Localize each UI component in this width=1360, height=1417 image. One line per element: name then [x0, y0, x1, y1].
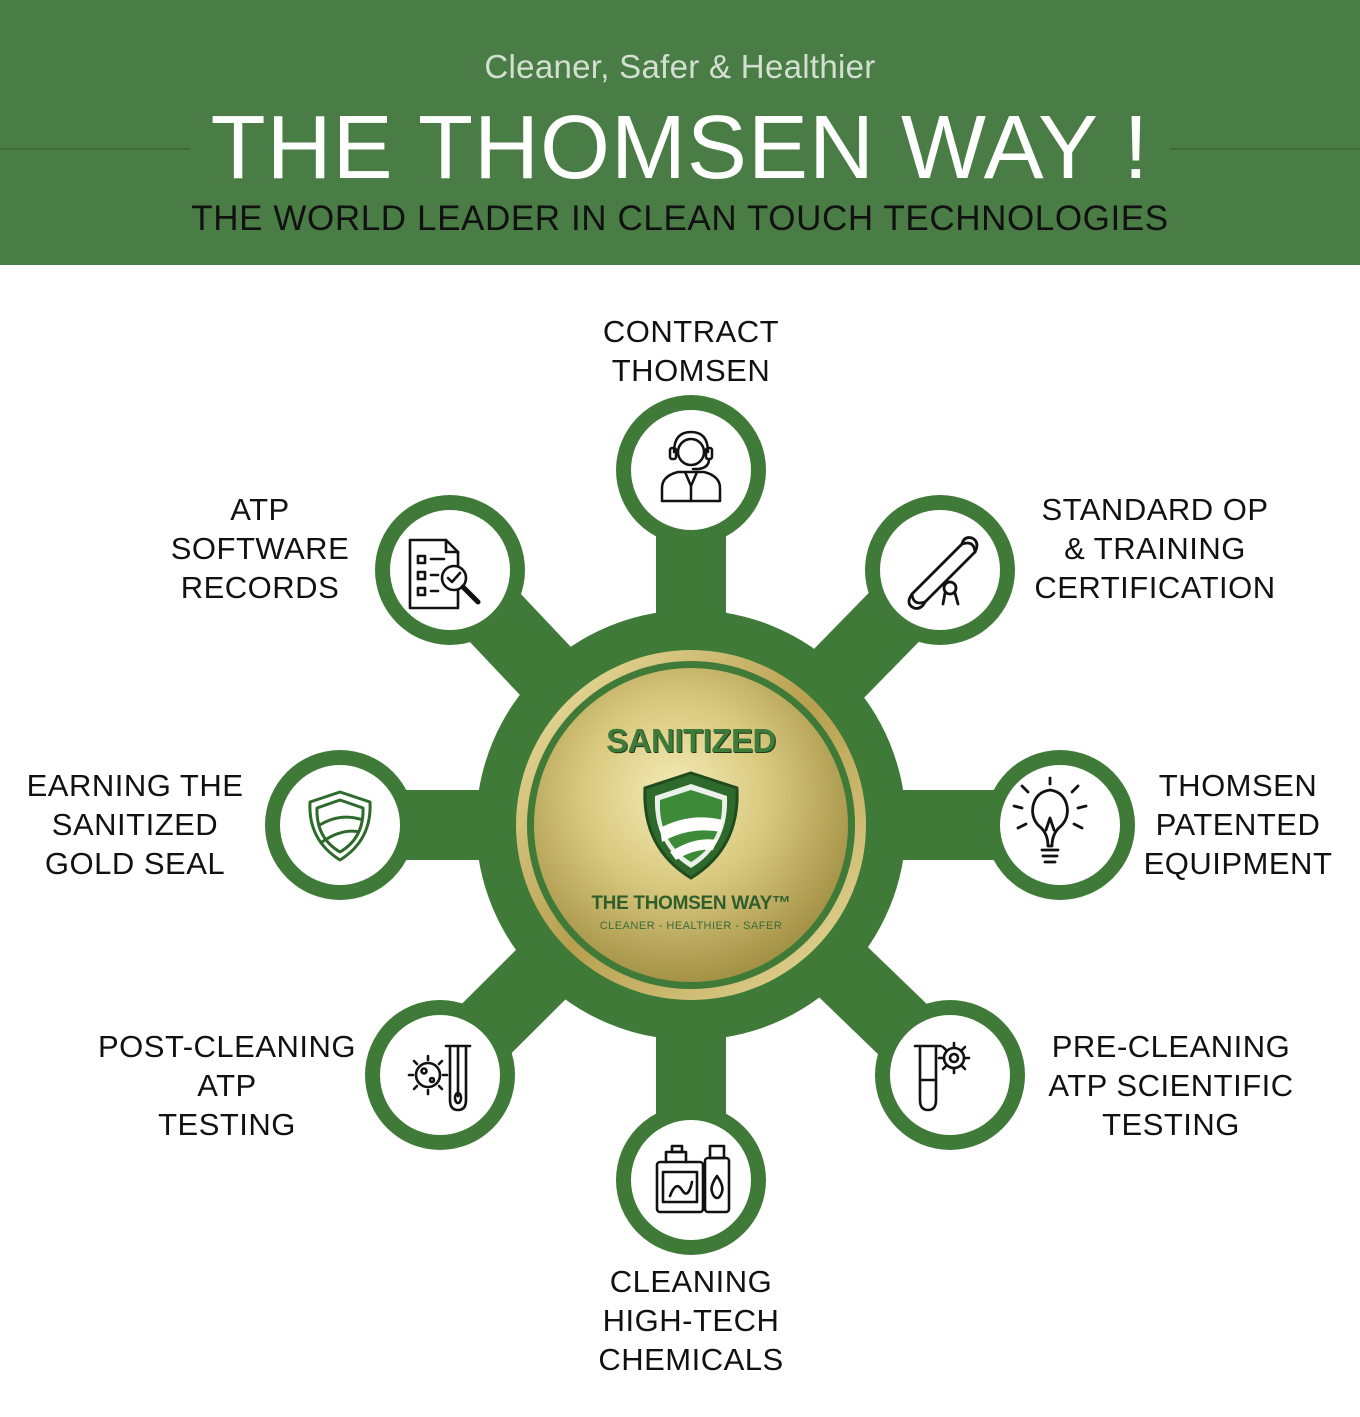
label-chemicals: CLEANING HIGH-TECH CHEMICALS — [591, 1262, 791, 1379]
label-line: PATENTED — [1155, 807, 1321, 842]
headset-agent-icon — [660, 430, 722, 503]
label-software: ATP SOFTWARE RECORDS — [160, 490, 360, 607]
seal-heading: SANITIZED — [606, 722, 776, 759]
document-search-icon — [408, 538, 481, 610]
node-pre-cleaning — [890, 1015, 1010, 1135]
label-line: TESTING — [1102, 1107, 1240, 1142]
chemical-containers-icon — [655, 1144, 731, 1214]
tagline: Cleaner, Safer & Healthier — [484, 48, 876, 85]
label-line: ATP — [197, 1068, 257, 1103]
label-contract: CONTRACT THOMSEN — [591, 312, 791, 390]
label-line: STANDARD OP — [1041, 492, 1269, 527]
bacteria-swab-icon — [407, 1044, 472, 1112]
label-line: ATP — [230, 492, 290, 527]
label-line: HIGH-TECH — [602, 1303, 780, 1338]
page-title: THE THOMSEN WAY ! — [210, 98, 1150, 198]
node-contract — [631, 410, 751, 530]
seal-brand: THE THOMSEN WAY™ — [591, 893, 791, 914]
seal-shield-icon — [643, 771, 739, 880]
header-banner: Cleaner, Safer & Healthier THE THOMSEN W… — [0, 0, 1360, 265]
label-line: RECORDS — [180, 570, 340, 605]
label-line: GOLD SEAL — [44, 846, 226, 881]
label-gold-seal: EARNING THE SANITIZED GOLD SEAL — [20, 766, 250, 883]
label-line: EQUIPMENT — [1143, 846, 1333, 881]
label-line: SOFTWARE — [170, 531, 350, 566]
label-line: THOMSEN — [611, 353, 771, 388]
label-line: PRE-CLEANING — [1051, 1029, 1291, 1064]
seal-motto: CLEANER - HEALTHIER - SAFER — [599, 920, 783, 932]
label-post-cleaning: POST-CLEANING ATP TESTING — [92, 1027, 362, 1144]
label-line: & TRAINING — [1064, 531, 1246, 566]
label-equipment: THOMSEN PATENTED EQUIPMENT — [1138, 766, 1338, 883]
label-line: THOMSEN — [1158, 768, 1318, 803]
diploma-scroll-icon — [907, 536, 979, 610]
label-line: CHEMICALS — [598, 1342, 784, 1377]
label-line: CONTRACT — [602, 314, 780, 349]
label-line: CLEANING — [609, 1264, 773, 1299]
shield-icon — [308, 790, 372, 862]
label-line: SANITIZED — [51, 807, 219, 842]
node-equipment — [1000, 765, 1120, 885]
node-chemicals — [631, 1120, 751, 1240]
lightbulb-icon — [1012, 776, 1088, 864]
label-line: ATP SCIENTIFIC — [1048, 1068, 1294, 1103]
label-line: POST-CLEANING — [98, 1029, 356, 1064]
label-line: EARNING THE — [26, 768, 244, 803]
label-line: TESTING — [158, 1107, 296, 1142]
test-tube-gear-icon — [913, 1041, 971, 1112]
banner-divider-left — [0, 148, 190, 150]
banner-divider-right — [1170, 148, 1360, 150]
label-line: CERTIFICATION — [1034, 570, 1276, 605]
page-subtitle: THE WORLD LEADER IN CLEAN TOUCH TECHNOLO… — [191, 199, 1169, 238]
node-gold-seal — [280, 765, 400, 885]
label-standard-op: STANDARD OP & TRAINING CERTIFICATION — [1025, 490, 1285, 607]
node-standard-op — [880, 510, 1000, 630]
label-pre-cleaning: PRE-CLEANING ATP SCIENTIFIC TESTING — [1040, 1027, 1302, 1144]
